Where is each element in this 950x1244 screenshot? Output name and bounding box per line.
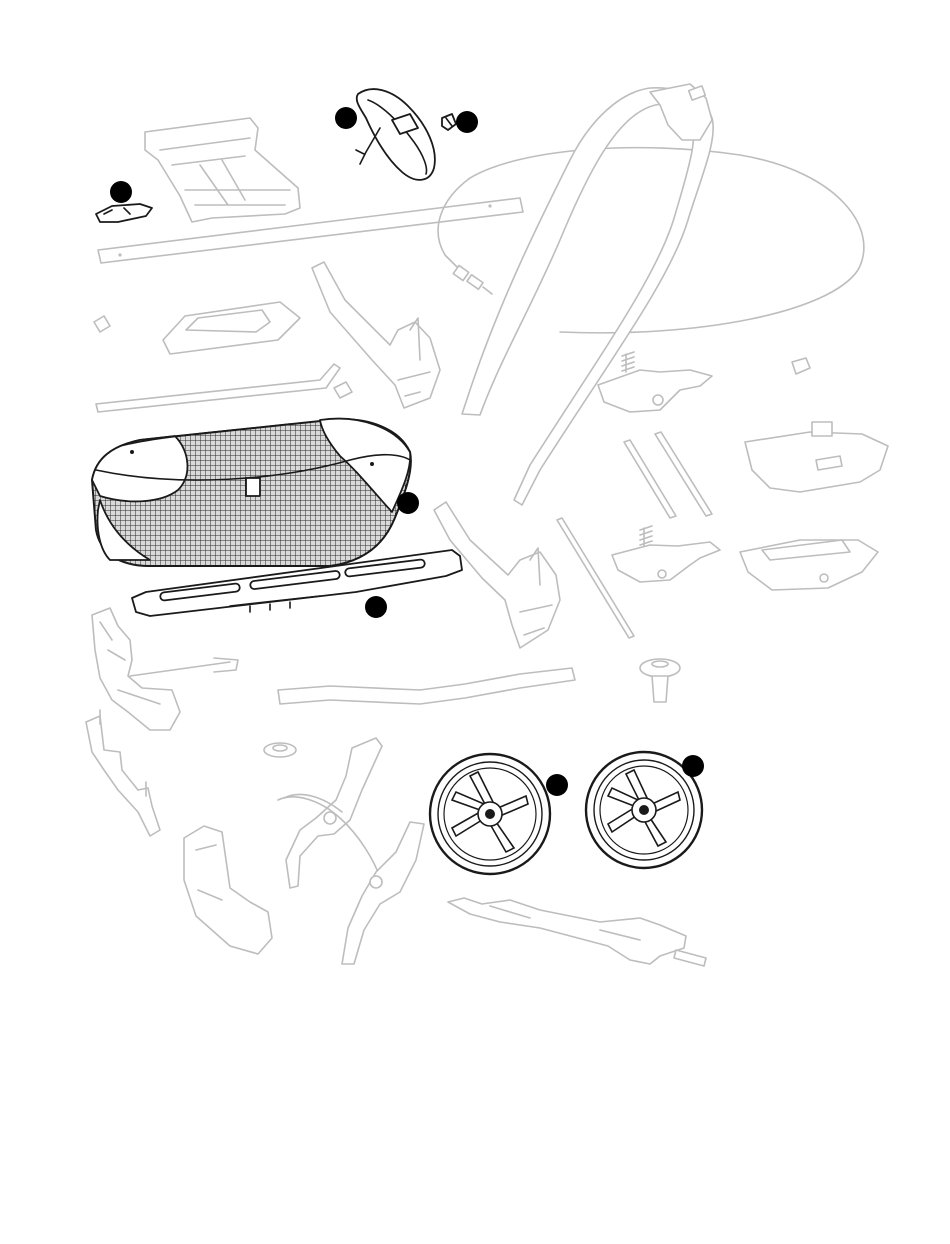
bent-tube-part	[278, 668, 575, 704]
callout-marker	[546, 774, 568, 796]
housing-upper-part	[745, 422, 888, 492]
callout-marker	[110, 181, 132, 203]
leg-bracket-upper	[312, 262, 440, 408]
side-chassis-part	[92, 608, 238, 730]
bumper-part	[184, 826, 272, 954]
small-cube-part	[334, 382, 352, 398]
bent-rod-part	[96, 364, 340, 412]
spring-assembly-lower	[612, 526, 720, 582]
seat-frame-part	[145, 118, 300, 222]
disc-part	[264, 743, 296, 757]
thin-rod-part	[557, 518, 634, 638]
hood-strap	[356, 89, 435, 180]
callout-marker	[682, 755, 704, 777]
long-bar-part	[98, 198, 523, 263]
tray-part	[163, 302, 300, 354]
storage-basket	[92, 419, 411, 566]
handle-frame-part	[462, 84, 713, 505]
release-tab	[96, 204, 152, 222]
callout-marker	[365, 596, 387, 618]
callout-marker	[456, 111, 478, 133]
callout-marker	[397, 492, 419, 514]
rear-wheel-left	[430, 754, 550, 874]
callout-marker	[335, 107, 357, 129]
leg-bracket-lower	[434, 502, 560, 648]
fork-part	[278, 738, 424, 964]
spring-assembly-upper	[598, 352, 712, 412]
small-clip-part	[792, 358, 810, 374]
small-block-part	[94, 316, 110, 332]
knob-part	[640, 659, 680, 702]
parallel-rods-part	[624, 432, 712, 518]
rear-axle-part	[448, 898, 706, 966]
small-clip	[442, 114, 456, 130]
housing-lower-part	[740, 540, 878, 590]
